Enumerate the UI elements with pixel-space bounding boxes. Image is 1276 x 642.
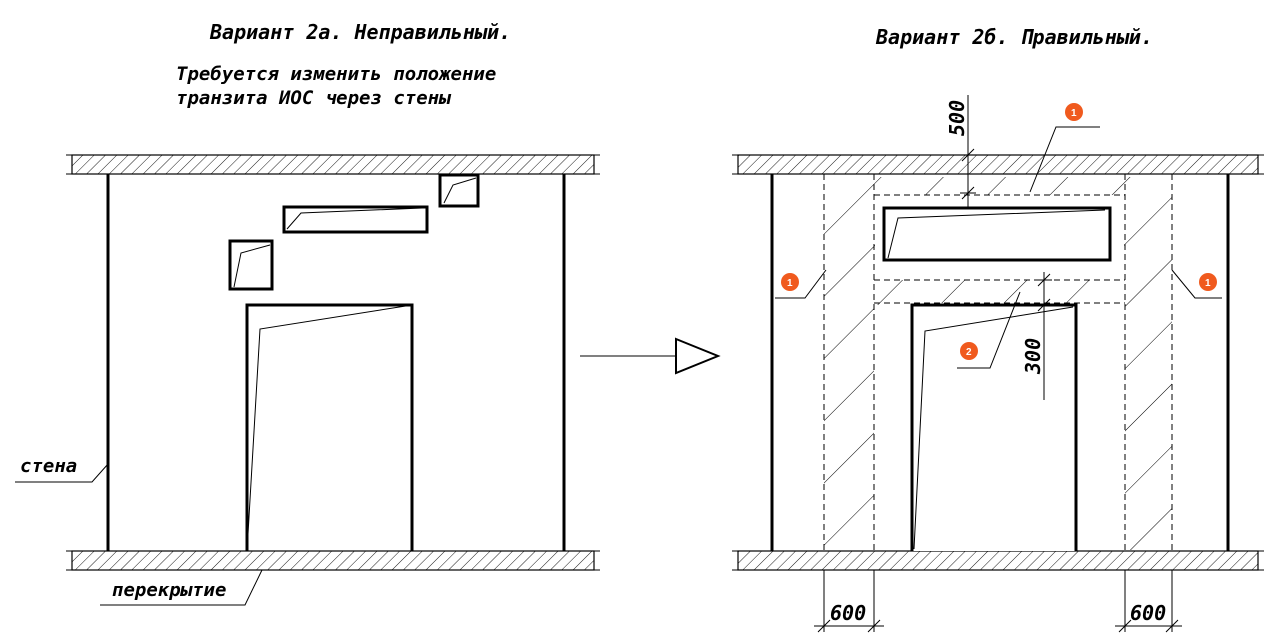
left-title: Вариант 2а. Неправильный. xyxy=(209,20,511,44)
opening-rectangle xyxy=(282,205,429,234)
dim-500-label: 500 xyxy=(945,100,969,136)
door-opening xyxy=(245,303,414,552)
callout-1-top: 1 xyxy=(1029,103,1100,193)
dimension-600-left: 600 xyxy=(814,570,884,633)
combined-opening xyxy=(882,206,1112,262)
dimension-600-right: 600 xyxy=(1115,570,1182,633)
leader-slab: перекрытие xyxy=(100,569,263,606)
callout-2: 2 xyxy=(957,291,1021,369)
right-variant: Вариант 2б. Правильный. xyxy=(732,25,1264,633)
label-slab: перекрытие xyxy=(112,579,226,601)
callout-marker xyxy=(1065,103,1083,121)
left-note-line2: транзита ИОС через стены xyxy=(176,87,452,109)
callout-number: 1 xyxy=(1071,108,1077,119)
callout-number: 1 xyxy=(1205,278,1211,289)
leader-wall: стена xyxy=(15,455,109,483)
bottom-slab xyxy=(71,550,595,571)
callout-1-right: 1 xyxy=(1171,269,1222,299)
callout-marker xyxy=(781,273,799,291)
callout-marker xyxy=(960,342,978,360)
opening-small-square xyxy=(228,239,274,291)
left-note-line1: Требуется изменить положение xyxy=(176,63,496,85)
door-opening-right xyxy=(910,303,1078,551)
bottom-slab-right xyxy=(737,550,1259,571)
dimension-500: 500 xyxy=(945,95,976,208)
dim-300-label: 300 xyxy=(1021,338,1045,375)
top-slab xyxy=(71,154,595,175)
label-wall: стена xyxy=(20,455,77,477)
callout-number: 1 xyxy=(787,278,793,289)
callout-number: 2 xyxy=(966,347,972,358)
dimension-300: 300 xyxy=(1021,272,1052,400)
dim-600-left-label: 600 xyxy=(830,601,866,625)
callout-marker xyxy=(1199,273,1217,291)
transition-arrow xyxy=(580,337,721,375)
opening-top-square xyxy=(438,173,480,208)
left-variant: Вариант 2а. Неправильный. Требуется изме… xyxy=(15,20,600,606)
right-title: Вариант 2б. Правильный. xyxy=(875,25,1153,49)
top-slab-right xyxy=(737,154,1259,175)
dim-600-right-label: 600 xyxy=(1130,601,1166,625)
callout-1-left: 1 xyxy=(775,269,827,299)
zone-boundaries xyxy=(823,174,1173,551)
